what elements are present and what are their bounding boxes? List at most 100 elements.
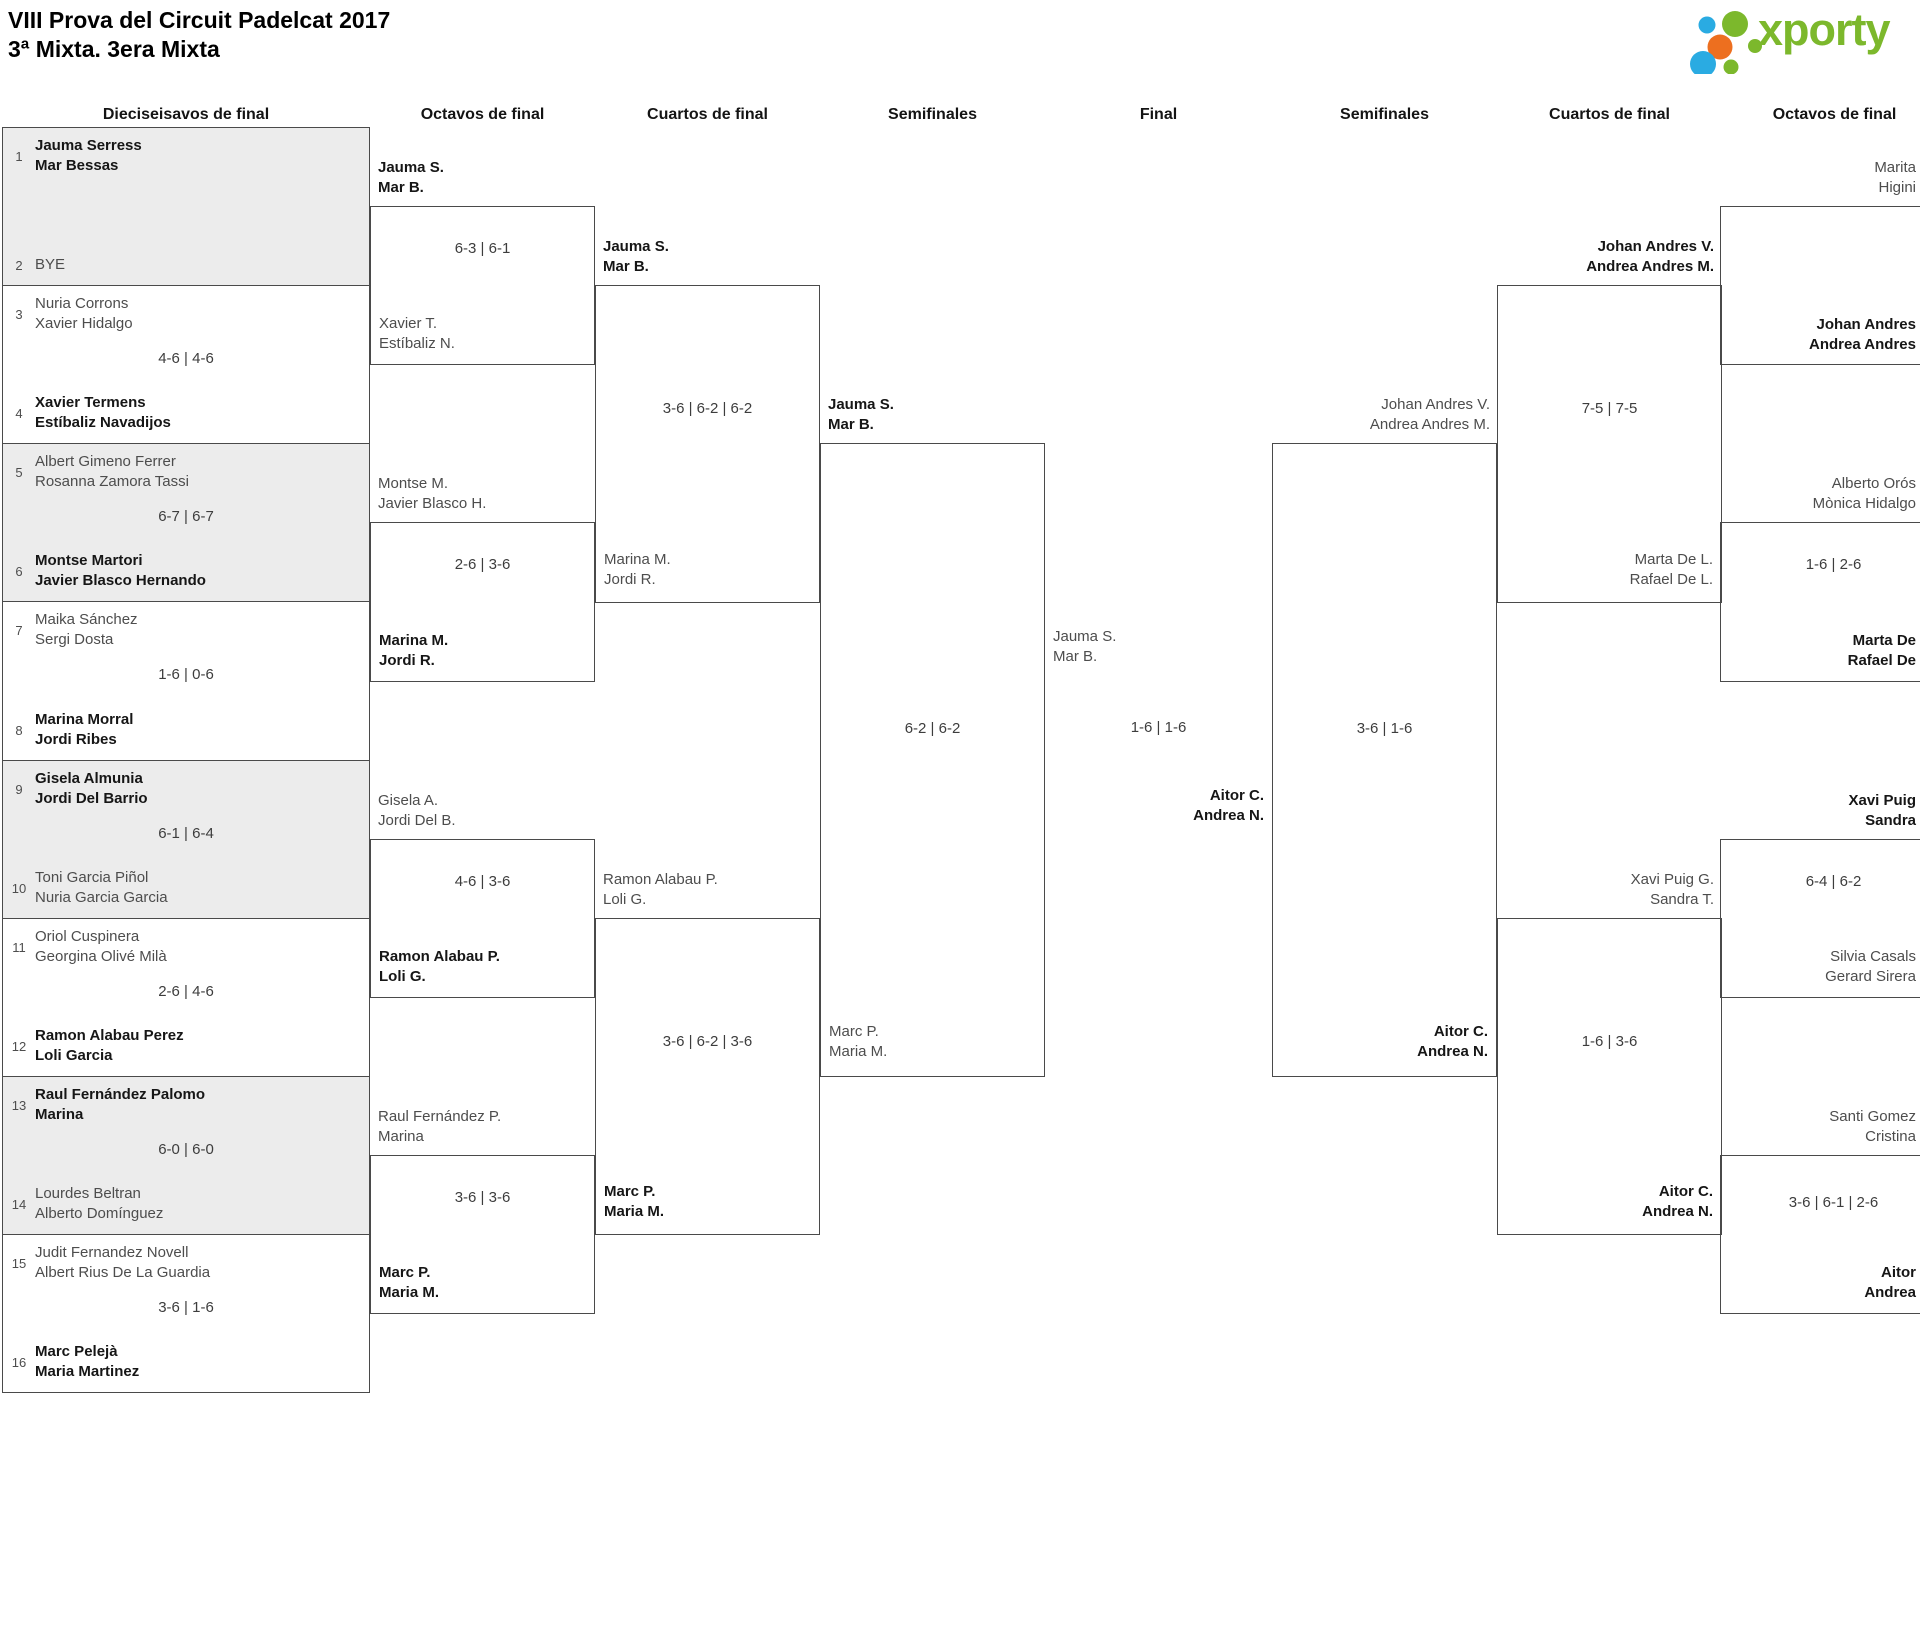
r16-match-box[interactable]: 6-3 | 6-1 Xavier T. Estíbaliz N. [370,206,595,365]
team-name: Raul Fernández P. Marina [378,1108,502,1145]
seed-number: 3 [15,306,23,322]
team-name: Lourdes Beltran Alberto Domínguez [35,1185,164,1222]
qf-match-box[interactable]: 3-6 | 6-2 | 6-2 Marina M. Jordi R. [595,285,820,603]
sf-match-box[interactable]: 3-6 | 1-6 Aitor C. Andrea N. [1272,443,1497,1077]
team-name: Jauma S. Mar B. [828,396,894,433]
team-name: Aitor C. Andrea N. [1642,1183,1713,1220]
seed-number: 14 [11,1196,27,1212]
sf-match-box[interactable]: 6-2 | 6-2 Marc P. Maria M. [820,443,1045,1077]
xporty-logo[interactable]: xporty [1684,2,1920,74]
seed-number: 6 [15,563,23,579]
match-score: 6-1 | 6-4 [158,825,214,842]
xporty-logo-text: xporty [1758,4,1891,55]
page-header: VIII Prova del Circuit Padelcat 2017 3ª … [8,6,390,64]
seed-number: 2 [15,257,23,273]
team-name: Aitor C. Andrea N. [1417,1023,1488,1060]
final-champion: Aitor C. Andrea N. [1193,787,1264,824]
final-score: 1-6 | 1-6 [1130,719,1187,736]
match-score: 6-4 | 6-2 [1805,873,1862,890]
team-name: Oriol Cuspinera Georgina Olivé Milà [35,928,167,965]
r16-match-box[interactable]: 4-6 | 3-6 Ramon Alabau P. Loli G. [370,839,595,998]
team-name: Gisela Almunia Jordi Del Barrio [35,770,148,807]
team-name: BYE [35,256,66,273]
round-header-final: Final [1139,106,1178,123]
team-name: Marina M. Jordi R. [379,632,449,669]
seed-number: 13 [11,1097,27,1113]
team-name: Jauma S. Mar B. [378,159,444,196]
seed-number: 5 [15,464,23,480]
match-score: 1-6 | 3-6 [1581,1033,1638,1050]
seed-number: 15 [11,1255,27,1271]
match-score: 2-6 | 4-6 [158,983,214,1000]
seed-number: 8 [15,722,23,738]
match-score: 6-7 | 6-7 [158,508,214,525]
seed-number: 10 [11,880,27,896]
match-score: 3-6 | 6-2 | 6-2 [662,400,753,417]
team-name: Raul Fernández Palomo Marina [35,1086,206,1123]
team-name: Montse Martori Javier Blasco Hernando [35,552,206,589]
team-name: Ramon Alabau P. Loli G. [379,948,500,985]
seed-number: 12 [11,1038,27,1054]
team-name: Jauma Serress Mar Bessas [35,137,142,174]
match-score: 6-3 | 6-1 [454,240,511,257]
team-name: Johan Andres V. Andrea Andres M. [1369,396,1490,433]
match-score: 2-6 | 3-6 [454,556,511,573]
match-score: 1-6 | 0-6 [158,666,214,683]
round-header-sf-left: Semifinales [888,106,977,123]
r16-match-box[interactable]: 2-6 | 3-6 Marina M. Jordi R. [370,522,595,682]
qf-match-box[interactable]: 1-6 | 3-6 Aitor C. Andrea N. [1497,918,1722,1235]
team-name: Marta De Rafael De [1847,632,1916,669]
team-name: Marita Higini [1874,159,1916,196]
match-score: 3-6 | 3-6 [454,1189,511,1206]
round-header-r16-left: Octavos de final [420,106,545,123]
qf-match-box[interactable]: 3-6 | 6-2 | 3-6 Marc P. Maria M. [595,918,820,1235]
r16-match-box[interactable]: 3-6 | 6-1 | 2-6 [1720,1155,1920,1314]
match-score: 6-2 | 6-2 [904,720,961,737]
team-name: Nuria Corrons Xavier Hidalgo [35,295,133,332]
team-name: Ramon Alabau Perez Loli Garcia [35,1027,184,1064]
match-score: 3-6 | 6-1 | 2-6 [1788,1194,1879,1211]
final-runnerup: Jauma S. Mar B. [1053,628,1117,665]
team-name: Montse M. Javier Blasco H. [378,475,487,512]
team-name: Alberto Orós Mònica Hidalgo [1812,475,1916,512]
match-score: 4-6 | 4-6 [158,350,214,367]
team-name: Xavi Puig G. Sandra T. [1630,871,1714,908]
r16-match-box[interactable]: 6-4 | 6-2 [1720,839,1920,998]
seed-number: 7 [15,622,23,638]
seed-number: 11 [12,939,26,955]
match-score: 3-6 | 6-2 | 3-6 [662,1033,753,1050]
r16-match-box[interactable]: 1-6 | 2-6 [1720,522,1920,682]
round-header-qf-right: Cuartos de final [1549,106,1670,123]
r32-match-box[interactable]: 5 Albert Gimeno Ferrer Rosanna Zamora Tas… [2,443,370,602]
round-header-qf-left: Cuartos de final [647,106,768,123]
r32-match-box[interactable]: 15 Judit Fernandez Novell Albert Rius De … [2,1234,370,1393]
qf-match-box[interactable]: 7-5 | 7-5 Marta De L. Rafael De L. [1497,285,1722,603]
team-name: Marc P. Maria M. [379,1264,440,1301]
team-name: Albert Gimeno Ferrer Rosanna Zamora Tass… [35,453,189,490]
round-header-r32: Dieciseisavos de final [102,106,270,123]
team-name: Maika Sánchez Sergi Dosta [35,611,138,648]
team-name: Ramon Alabau P. Loli G. [603,871,718,908]
team-name: Marc P. Maria M. [604,1183,665,1220]
r32-match-box[interactable]: 11 Oriol Cuspinera Georgina Olivé Milà 2-… [2,918,370,1077]
team-name: Toni Garcia Piñol Nuria Garcia Garcia [35,869,168,906]
r16-match-box[interactable]: 3-6 | 3-6 Marc P. Maria M. [370,1155,595,1314]
team-name: Santi Gomez Cristina [1829,1108,1916,1145]
team-name: Marc P. Maria M. [829,1023,888,1060]
team-name: Judit Fernandez Novell Albert Rius De La… [35,1244,211,1281]
seed-number: 16 [11,1354,27,1370]
match-score: 4-6 | 3-6 [454,873,511,890]
team-name: Xavi Puig Sandra [1848,792,1916,829]
page-title: VIII Prova del Circuit Padelcat 2017 [8,7,391,33]
team-name: Marina M. Jordi R. [604,551,671,588]
team-name: Xavier T. Estíbaliz N. [379,315,455,352]
match-score: 3-6 | 1-6 [158,1299,214,1316]
team-name: Marc Pelejà Maria Martinez [35,1343,140,1380]
r16-match-box[interactable] [1720,206,1920,365]
